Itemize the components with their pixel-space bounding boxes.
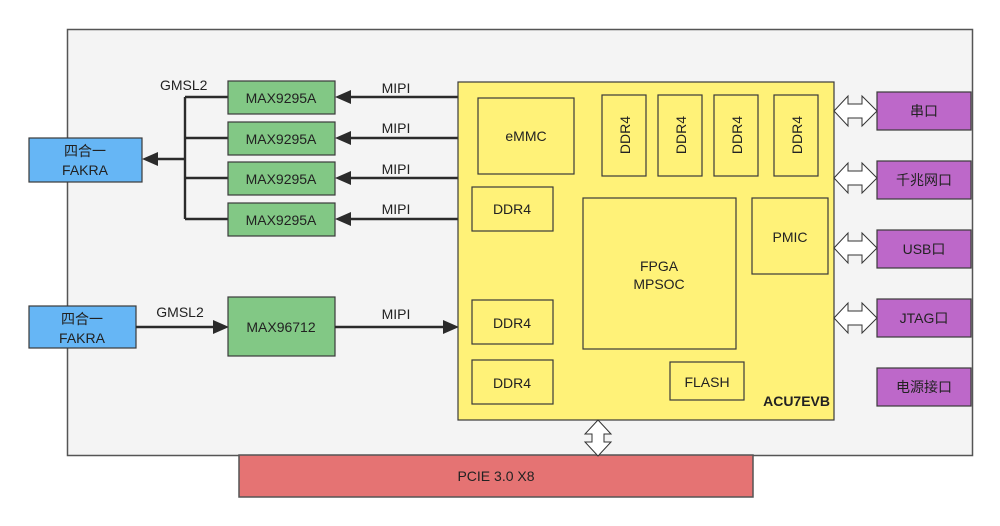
svg-text:DDR4: DDR4 [493, 315, 531, 331]
svg-text:MIPI: MIPI [382, 120, 411, 136]
interface-power: 电源接口 [876, 367, 972, 407]
fakra-top-line2: FAKRA [62, 162, 109, 178]
pcie-slot: PCIE 3.0 X8 [238, 454, 754, 498]
fakra-bottom-line2: FAKRA [59, 330, 106, 346]
pcie-bidirectional-arrow [583, 419, 613, 457]
ddr4-vertical-1: DDR4 [601, 94, 647, 177]
svg-text:PMIC: PMIC [773, 229, 808, 245]
svg-text:MPSOC: MPSOC [633, 276, 684, 292]
flash-chip: FLASH [669, 361, 745, 401]
arrow-to-fakra-top [142, 152, 158, 166]
fakra-top-line1: 四合一 [64, 143, 106, 159]
svg-text:MIPI: MIPI [382, 306, 411, 322]
ddr4-left-1: DDR4 [471, 186, 554, 232]
svg-text:MAX9295A: MAX9295A [246, 90, 317, 106]
svg-text:DDR4: DDR4 [789, 116, 805, 154]
svg-text:MIPI: MIPI [382, 161, 411, 177]
serializer-4: MAX9295A [227, 202, 336, 237]
ddr4-vertical-2: DDR4 [657, 94, 703, 177]
gmsl-label-bottom: GMSL2 [156, 304, 204, 320]
interface-usb: USB口 [876, 229, 972, 269]
interface-jtag: JTAG口 [876, 298, 972, 338]
mipi-link-5: MIPI [335, 306, 459, 334]
svg-text:MIPI: MIPI [382, 201, 411, 217]
ddr4-vertical-4: DDR4 [773, 94, 819, 177]
ddr4-left-2: DDR4 [471, 299, 554, 345]
serializer-2: MAX9295A [227, 121, 336, 156]
deserializer: MAX96712 [227, 296, 336, 357]
svg-text:MAX9295A: MAX9295A [246, 131, 317, 147]
svg-text:MAX96712: MAX96712 [246, 319, 315, 335]
svg-text:DDR4: DDR4 [673, 116, 689, 154]
svg-text:USB口: USB口 [903, 241, 946, 257]
ddr4-vertical-3: DDR4 [713, 94, 759, 177]
pcie-label: PCIE 3.0 X8 [457, 468, 534, 484]
svg-text:千兆网口: 千兆网口 [896, 172, 952, 188]
svg-text:DDR4: DDR4 [617, 116, 633, 154]
gmsl-label-top: GMSL2 [160, 77, 208, 93]
svg-text:FPGA: FPGA [640, 258, 679, 274]
fakra-bottom-line1: 四合一 [61, 311, 103, 327]
serializer-1: MAX9295A [227, 80, 336, 115]
mipi-link-4: MIPI [335, 201, 458, 226]
svg-text:DDR4: DDR4 [729, 116, 745, 154]
fakra-connector-bottom: 四合一 FAKRA [28, 305, 137, 349]
svg-text:FLASH: FLASH [684, 374, 729, 390]
svg-text:串口: 串口 [910, 103, 938, 119]
svg-text:DDR4: DDR4 [493, 201, 531, 217]
svg-text:JTAG口: JTAG口 [900, 310, 949, 326]
mipi-link-2: MIPI [335, 120, 458, 145]
svg-text:MIPI: MIPI [382, 80, 411, 96]
fpga-board: eMMC DDR4 DDR4 DDR4 DDR4 DDR4 DDR4 DDR4 [457, 81, 835, 421]
board-name: ACU7EVB [763, 393, 830, 409]
svg-text:eMMC: eMMC [505, 128, 546, 144]
interface-arrows [833, 94, 878, 335]
interface-gigabit-ethernet: 千兆网口 [876, 160, 972, 200]
emmc-chip: eMMC [477, 97, 575, 175]
fpga-mpsoc: FPGA MPSOC [582, 197, 737, 350]
serializer-3: MAX9295A [227, 161, 336, 196]
ddr4-left-3: DDR4 [471, 359, 554, 405]
svg-text:电源接口: 电源接口 [896, 379, 952, 395]
svg-text:MAX9295A: MAX9295A [246, 212, 317, 228]
pmic-chip: PMIC [751, 197, 829, 275]
fakra-connector-top: 四合一 FAKRA [28, 137, 143, 183]
mipi-link-1: MIPI [335, 80, 458, 104]
svg-text:MAX9295A: MAX9295A [246, 171, 317, 187]
svg-text:DDR4: DDR4 [493, 375, 531, 391]
gmsl-bus-top [142, 95, 228, 221]
mipi-link-3: MIPI [335, 161, 458, 185]
interface-serial: 串口 [876, 91, 972, 131]
gmsl-link-bottom: GMSL2 [136, 304, 229, 334]
